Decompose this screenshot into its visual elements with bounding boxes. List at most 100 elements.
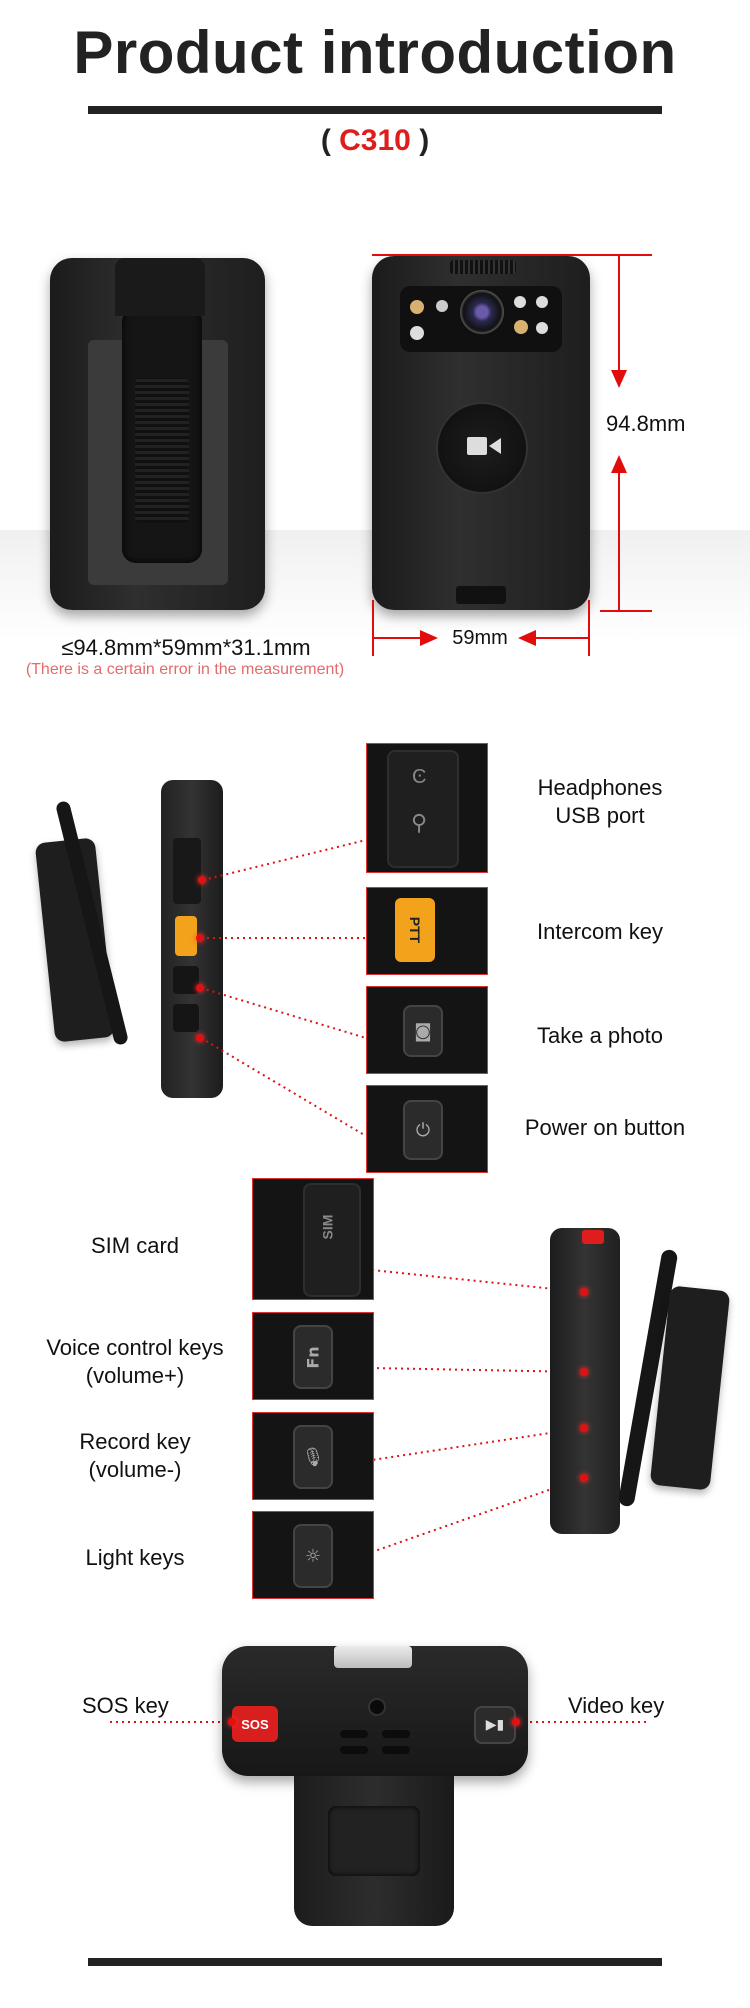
- video-icon-triangle: [489, 438, 501, 454]
- clip-grip: [135, 378, 189, 523]
- power-icon: ⏻: [415, 1119, 431, 1141]
- label-sos-key: SOS key: [82, 1693, 169, 1718]
- usb-icon: ⚲: [411, 810, 428, 835]
- width-arrow-head-left: [518, 630, 536, 646]
- top-mic-hole: [368, 1698, 386, 1716]
- width-line-right: [536, 637, 588, 639]
- label-intercom-key: Intercom key: [537, 919, 663, 944]
- video-key-button: ▶▮: [474, 1706, 516, 1744]
- label-power-button: Power on button: [524, 1115, 686, 1140]
- label-headphones-usb: Headphones USB port: [537, 775, 663, 828]
- sos-button: SOS: [232, 1706, 278, 1742]
- device-front-view: [372, 256, 590, 610]
- top-clip-mount: [328, 1806, 420, 1876]
- thumb-headphones-usb: Ͼ ⚲: [366, 743, 488, 873]
- measurement-note: (There is a certain error in the measure…: [25, 661, 345, 678]
- label-video-key: Video key: [568, 1693, 665, 1718]
- thumb-record-key: 🎙: [252, 1412, 374, 1500]
- side-device-right: [530, 1228, 731, 1538]
- top-vent-2: [382, 1730, 410, 1738]
- thumb-take-photo: ◙: [366, 986, 488, 1074]
- pointer-dot-light: [580, 1474, 588, 1482]
- side-power-key: [173, 1004, 199, 1032]
- height-arrow-upper: [618, 256, 620, 376]
- footer-rule: [88, 1958, 662, 1966]
- led-right-4: [536, 322, 548, 334]
- usb-cover: [387, 750, 459, 868]
- height-label: 94.8mm: [606, 411, 686, 436]
- top-vent-3: [340, 1746, 368, 1754]
- headphone-icon: Ͼ: [412, 766, 427, 788]
- model-code: C310: [339, 124, 411, 157]
- label-light-keys: Light keys: [85, 1545, 185, 1570]
- height-arrow-down-head: [611, 370, 627, 388]
- thumb-voice-control: Fn: [252, 1312, 374, 1400]
- top-grille: [450, 260, 516, 274]
- pointer-dot-sos: [228, 1718, 236, 1726]
- top-vent-1: [340, 1730, 368, 1738]
- record-button: 🎙: [293, 1425, 333, 1489]
- led-left-2: [410, 326, 424, 340]
- play-pause-icon: ▶▮: [485, 1717, 505, 1733]
- sim-cover: [303, 1183, 361, 1297]
- device-back-view: [50, 258, 265, 610]
- led-right-1: [514, 296, 526, 308]
- led-right-2: [536, 296, 548, 308]
- thumb-sim-card: SIM: [252, 1178, 374, 1300]
- model-suffix: ): [410, 124, 430, 157]
- pointer-dot-power: [196, 1034, 204, 1042]
- thumb-light-keys: ☼: [252, 1511, 374, 1599]
- label-record-key: Record key (volume-): [79, 1429, 191, 1482]
- fn-button: Fn: [293, 1325, 333, 1389]
- side-usb-cover: [173, 838, 201, 904]
- width-arrow-head-right: [420, 630, 438, 646]
- pointer-dot-ptt: [196, 934, 204, 942]
- right-body: [550, 1228, 620, 1534]
- page-title: Product introduction: [73, 19, 677, 86]
- height-top-line: [372, 254, 652, 256]
- label-sim-card: SIM card: [90, 1233, 180, 1258]
- width-right-tick: [588, 600, 590, 656]
- height-arrow-lower: [618, 472, 620, 612]
- pointer-dot-video: [512, 1718, 520, 1726]
- bottom-port: [456, 586, 506, 604]
- width-line-left: [374, 637, 422, 639]
- photo-button: ◙: [403, 1005, 443, 1057]
- height-arrow-up-head: [611, 455, 627, 473]
- clip-hinge: [115, 258, 205, 316]
- width-left-tick: [372, 600, 374, 656]
- height-bottom-line: [600, 610, 652, 612]
- light-button: ☼: [293, 1524, 333, 1588]
- ptt-text: PTT: [406, 916, 423, 944]
- title-underline: [88, 106, 662, 114]
- top-light-strip: [334, 1646, 412, 1668]
- label-take-photo: Take a photo: [537, 1023, 663, 1048]
- pointer-dot-usb: [198, 876, 206, 884]
- sim-text: SIM: [319, 1214, 336, 1240]
- fn-text: Fn: [303, 1345, 323, 1369]
- side-ptt-key: [175, 916, 197, 956]
- led-left-3: [436, 300, 448, 312]
- right-red-key: [582, 1230, 604, 1244]
- camera-lens: [460, 290, 504, 334]
- model-prefix: (: [320, 124, 340, 157]
- width-label: 59mm: [452, 627, 508, 649]
- side-device-left: [34, 780, 240, 1100]
- microphone-icon: 🎙: [301, 1446, 325, 1468]
- led-right-3: [514, 320, 528, 334]
- pointer-dot-photo: [196, 984, 204, 992]
- device-top-view: SOS ▶▮: [222, 1646, 528, 1926]
- label-voice-control: Voice control keys (volume+): [46, 1335, 224, 1388]
- led-left-1: [410, 300, 424, 314]
- pointer-dot-fn: [580, 1368, 588, 1376]
- pointer-dot-sim: [580, 1288, 588, 1296]
- camera-icon: ◙: [414, 1020, 432, 1042]
- power-button: ⏻: [403, 1100, 443, 1160]
- thumb-power-button: ⏻: [366, 1085, 488, 1173]
- sos-button-text: SOS: [241, 1716, 269, 1732]
- overall-dimensions: ≤94.8mm*59mm*31.1mm: [61, 635, 311, 660]
- top-vent-4: [382, 1746, 410, 1754]
- video-icon: [467, 437, 487, 455]
- model-name: ( C310 ): [0, 124, 750, 158]
- light-icon: ☼: [304, 1545, 322, 1567]
